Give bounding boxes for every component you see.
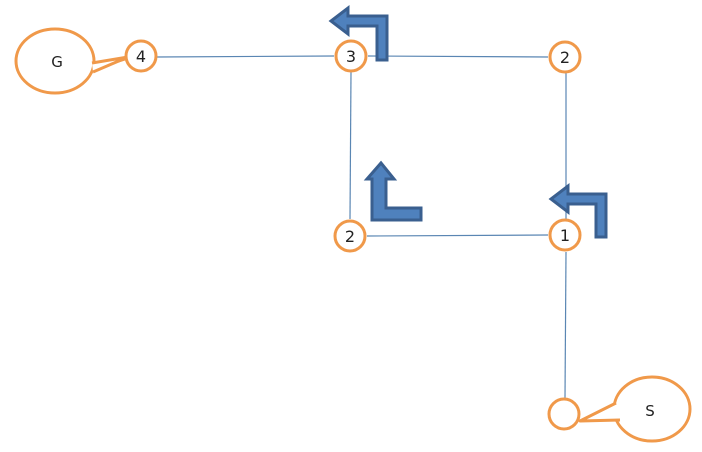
start-callout: S [578,375,692,443]
node-1: 1 [548,218,582,252]
node-label: 4 [136,47,146,66]
edge-2mid-1 [366,234,549,237]
turn-up-arrow-icon [363,160,423,222]
node-4: 4 [124,39,158,73]
node-label: 1 [560,226,570,245]
node-2-middle: 2 [333,219,367,253]
node-label: 3 [346,47,356,66]
turn-left-arrow-icon [328,4,389,62]
node-3: 3 [334,39,368,73]
edges [155,55,567,399]
edge-3-2-mid [349,71,352,220]
node-start [547,397,581,431]
goal-label: G [51,53,63,71]
turn-left-arrow-icon [548,182,608,239]
node-label: 2 [345,227,355,246]
edge-1-s [564,251,567,399]
edge-3-2-top [367,55,549,58]
node-label: 2 [560,48,570,67]
node-2-top: 2 [548,40,582,74]
edge-4-3 [155,55,335,58]
start-label: S [645,402,655,420]
goal-callout: G [14,27,130,95]
